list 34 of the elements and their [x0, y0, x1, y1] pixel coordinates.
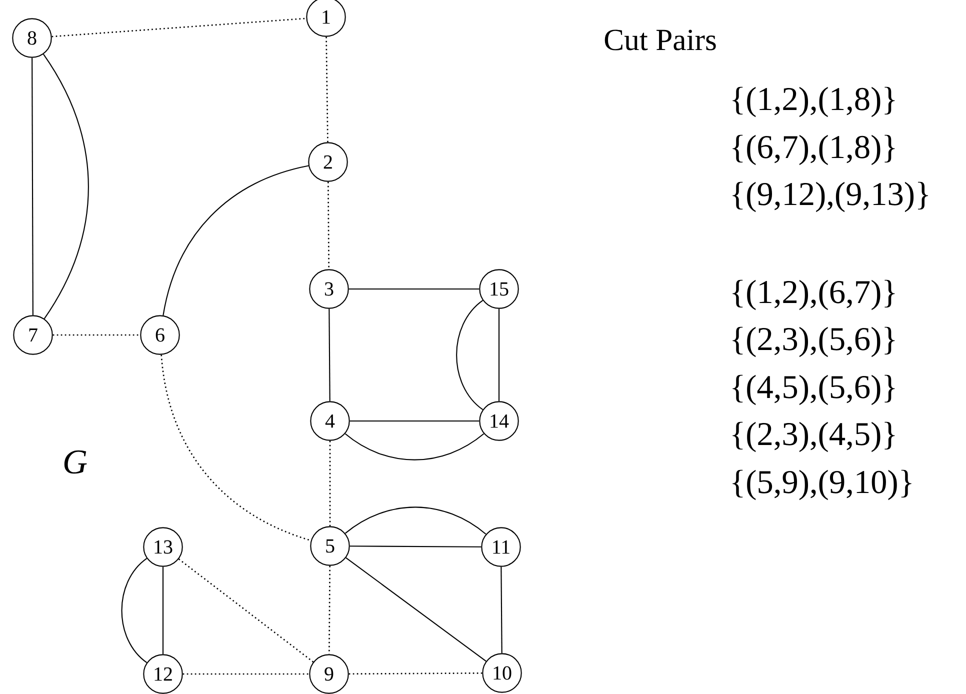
- graph-edge: [162, 165, 309, 316]
- graph-edge: [329, 440, 331, 526]
- set-text: {(5,9),(9,10)}: [732, 470, 912, 500]
- graph-edge: [121, 558, 148, 664]
- graph-edge: [500, 566, 502, 654]
- graph-edge: [346, 557, 486, 662]
- graph-edge: [326, 36, 328, 142]
- graph-edge: [162, 566, 164, 654]
- graph-edge: [344, 506, 486, 535]
- graph-edge: [160, 354, 312, 542]
- graph-edge: [456, 300, 484, 410]
- graph-edge: [32, 58, 34, 316]
- graph-edge: [498, 308, 500, 402]
- set-text: {(1,2),(6,7)}: [732, 280, 895, 310]
- graph-edge: [344, 433, 484, 460]
- graph-edge: [43, 54, 89, 319]
- graph-edge: [348, 672, 482, 675]
- set-text: {(2,3),(4,5)}: [732, 422, 895, 452]
- set-text: {(4,5),(5,6)}: [732, 374, 895, 406]
- graph-edge: [182, 673, 310, 675]
- set-text: {(9,12),(9,13)}: [732, 182, 928, 212]
- graph-edge: [350, 420, 480, 422]
- graph-label: G: [64, 450, 87, 474]
- graph-edge: [178, 558, 314, 662]
- graph-edge: [328, 182, 330, 270]
- graph-edge: [52, 334, 140, 336]
- set-text: {(1,2),(1,8)}: [732, 86, 895, 118]
- graph-edge: [348, 288, 480, 290]
- set-text: {(6,7),(1,8)}: [732, 134, 895, 166]
- graph-edge: [52, 18, 306, 38]
- graph-edge: [328, 308, 330, 402]
- set-text: {(2,3),(5,6)}: [732, 326, 895, 358]
- graph-edge: [350, 546, 482, 548]
- heading: Cut Pairs: [604, 30, 716, 50]
